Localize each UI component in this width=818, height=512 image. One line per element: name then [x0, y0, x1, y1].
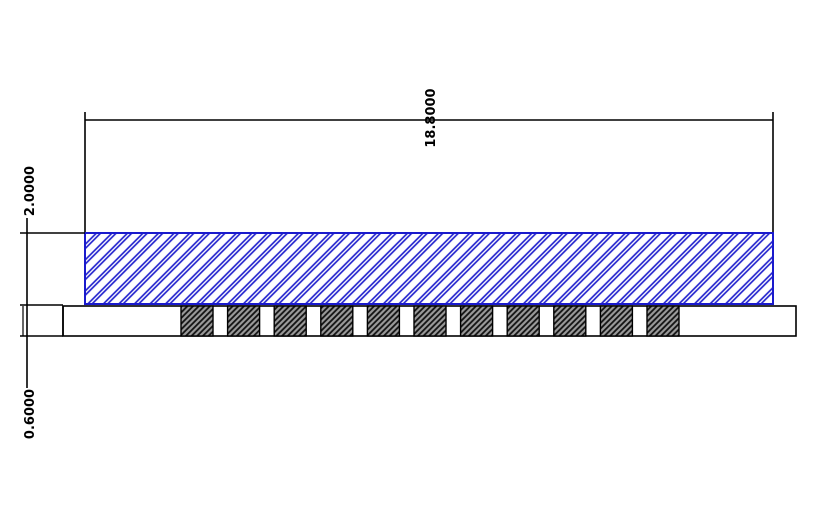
- pad-row: [180, 305, 680, 337]
- pad: [506, 305, 540, 337]
- pad: [646, 305, 680, 337]
- pad: [320, 305, 354, 337]
- pad: [366, 305, 401, 337]
- pad: [459, 305, 494, 337]
- pad: [553, 305, 587, 337]
- pad: [273, 305, 307, 337]
- width-dimension: 18.8000: [84, 88, 774, 232]
- pad: [599, 305, 634, 337]
- width-dimension-label: 18.8000: [424, 88, 439, 147]
- pad: [413, 305, 447, 337]
- hatched-layer: [84, 232, 774, 305]
- pad: [226, 305, 261, 337]
- layer-height-label: 2.0000: [23, 166, 38, 216]
- height-dimensions: 2.0000 0.6000: [20, 166, 85, 439]
- pad: [180, 305, 214, 337]
- base-height-label: 0.6000: [23, 389, 38, 439]
